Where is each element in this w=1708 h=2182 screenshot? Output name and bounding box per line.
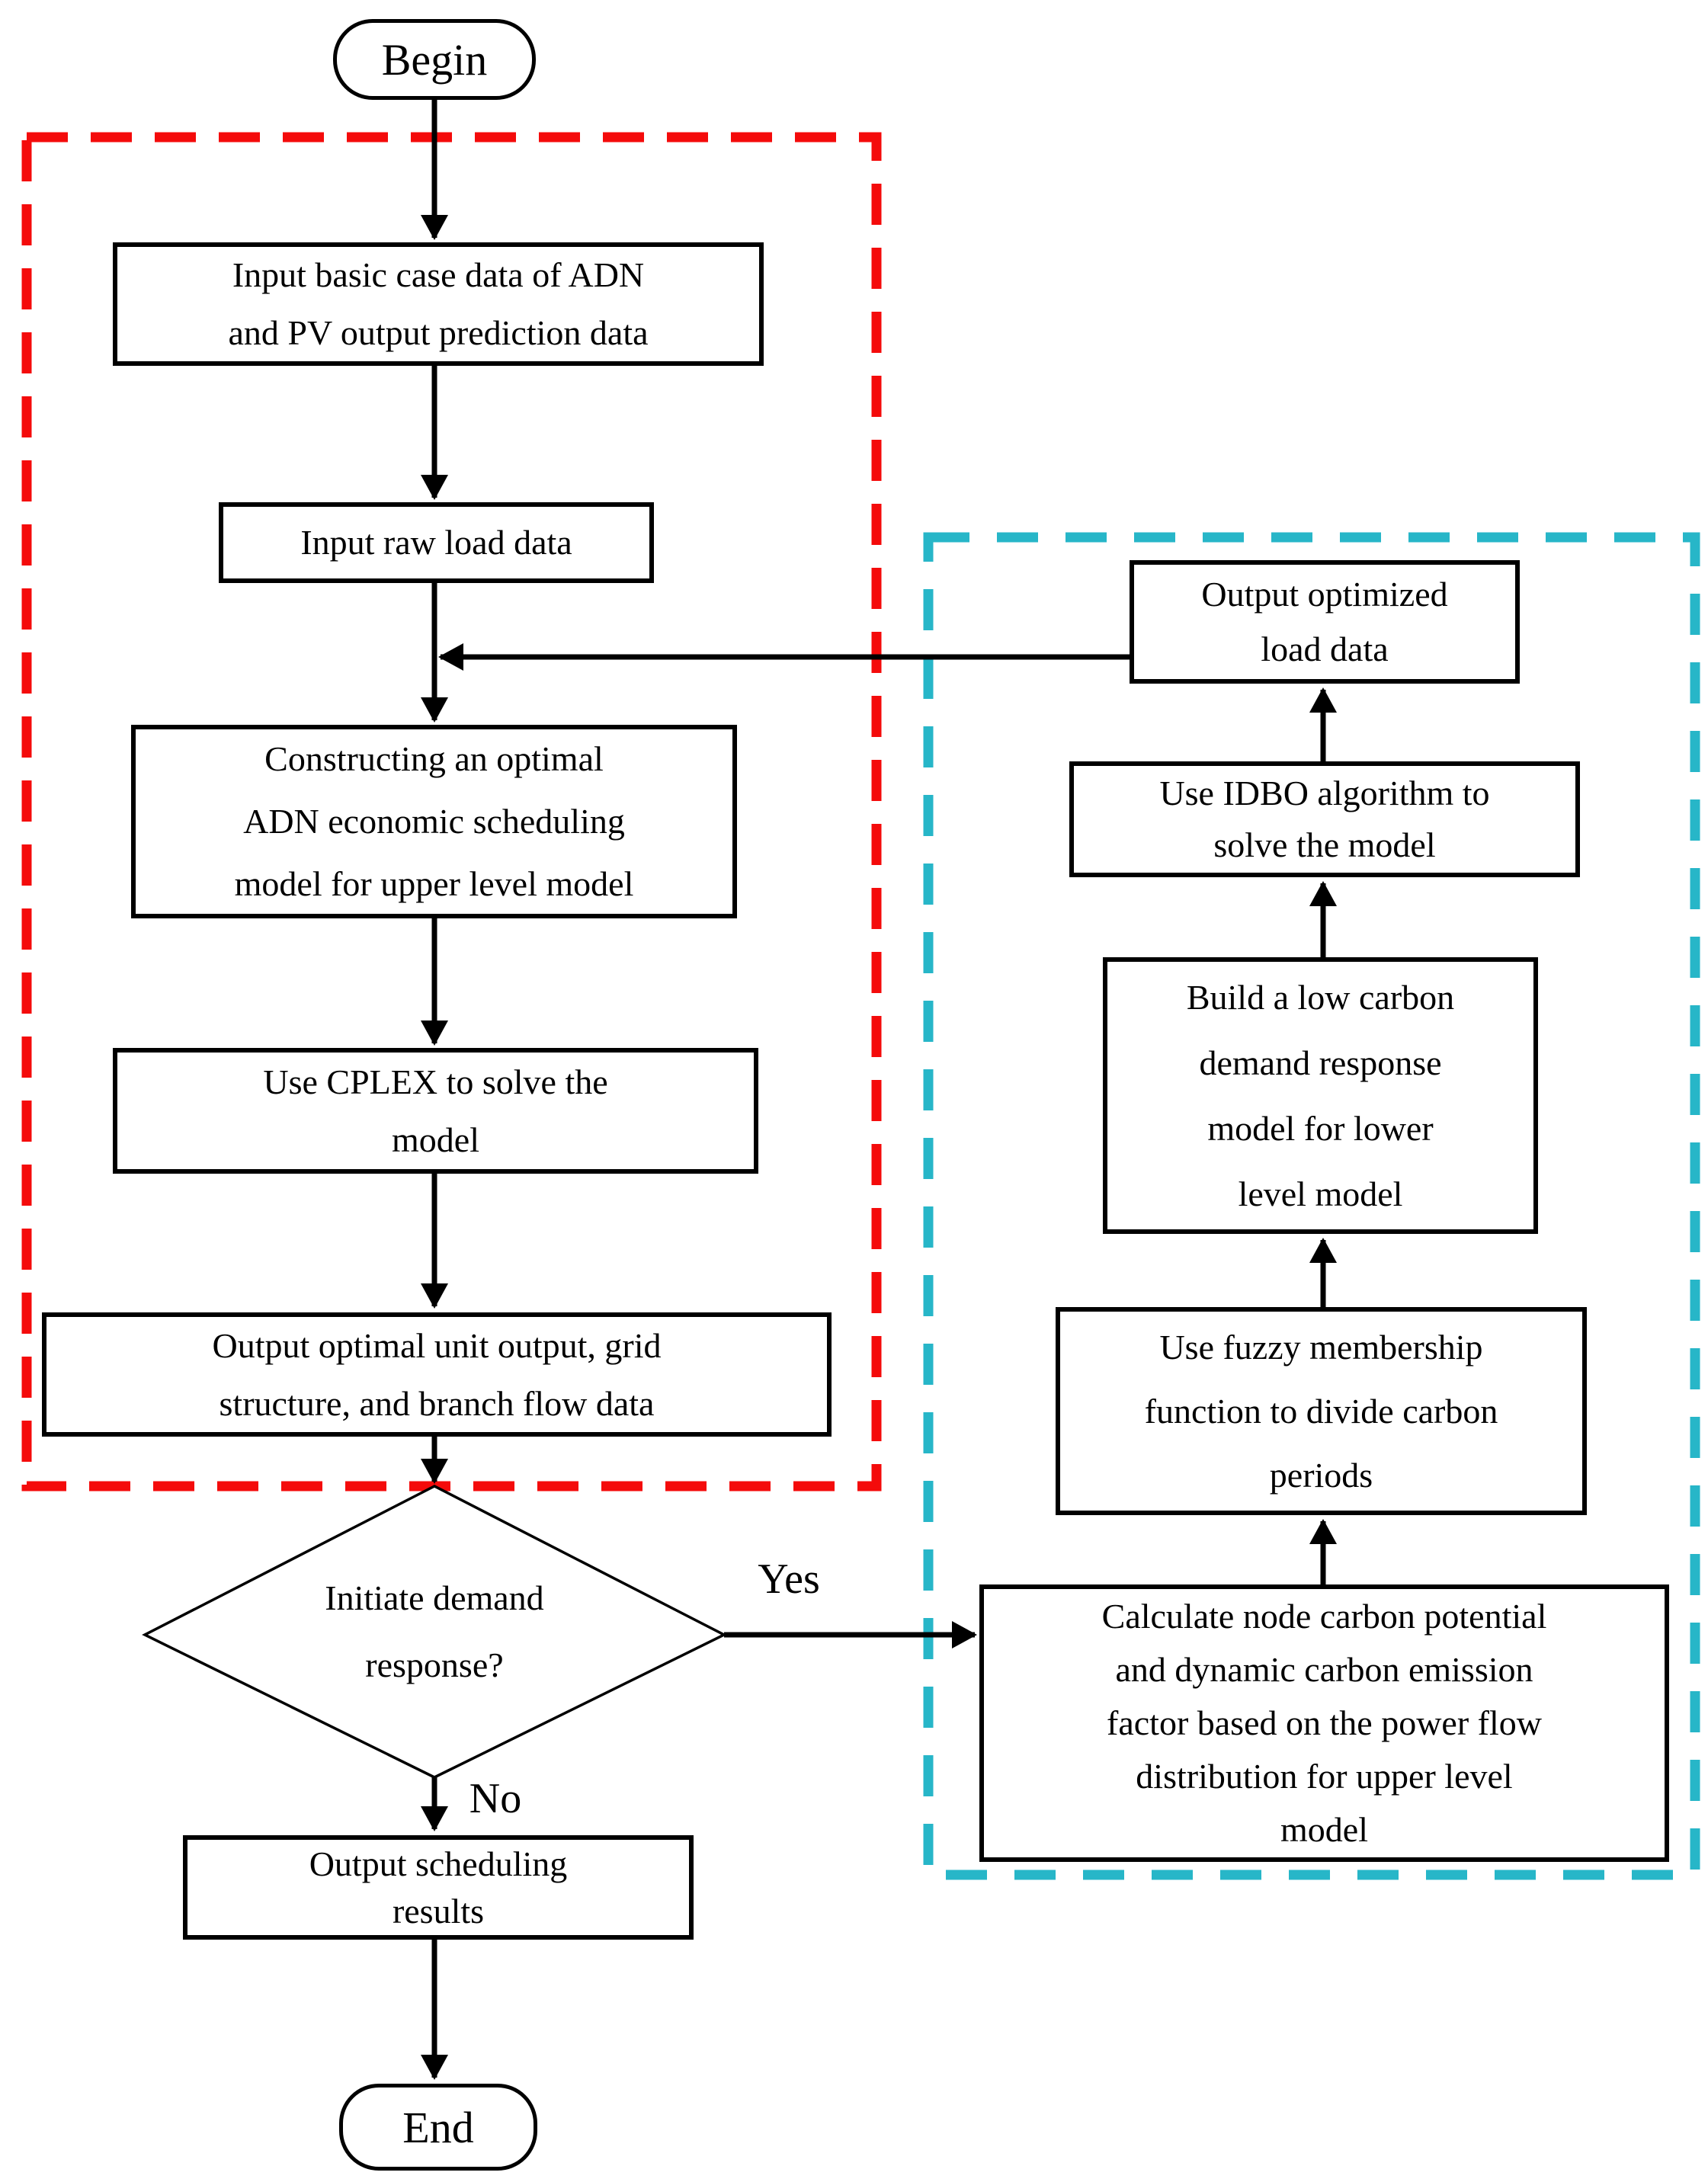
build-low-carbon-box: Build a low carbon demand response model…: [1103, 957, 1538, 1234]
input-case-data-box: Input basic case data of ADN and PV outp…: [113, 242, 764, 366]
use-fuzzy-box: Use fuzzy membership function to divide …: [1056, 1307, 1587, 1515]
decision-diamond: [142, 1485, 727, 1779]
no-branch-label: No: [469, 1775, 522, 1822]
upper-level-frame: [21, 132, 882, 1492]
start-terminator: Begin: [333, 19, 536, 100]
constructing-model-box: Constructing an optimal ADN economic sch…: [131, 725, 737, 918]
decision-label: Initiate demand response?: [325, 1578, 544, 1684]
use-cplex-box: Use CPLEX to solve the model: [113, 1048, 758, 1174]
yes-branch-label: Yes: [758, 1556, 820, 1603]
output-scheduling-box: Output scheduling results: [183, 1835, 694, 1940]
lower-level-frame: [923, 532, 1700, 1880]
use-idbo-box: Use IDBO algorithm to solve the model: [1069, 761, 1580, 877]
end-terminator: End: [339, 2084, 537, 2171]
output-optimal-box: Output optimal unit output, grid structu…: [42, 1312, 832, 1437]
output-optimized-load-box: Output optimized load data: [1130, 560, 1520, 684]
calculate-node-carbon-box: Calculate node carbon potential and dyna…: [979, 1584, 1669, 1862]
input-raw-load-box: Input raw load data: [219, 502, 654, 583]
